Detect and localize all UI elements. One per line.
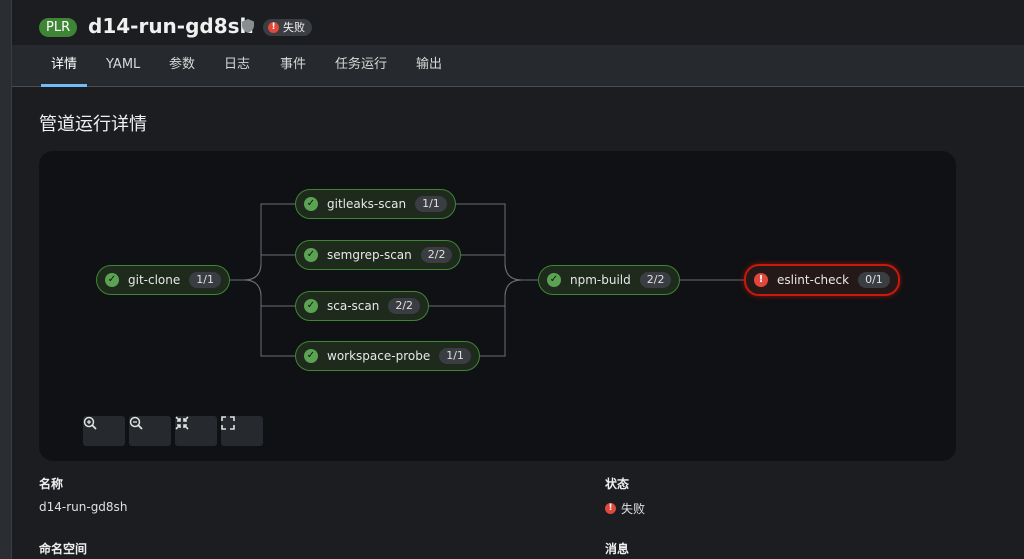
success-icon: ✓: [304, 248, 318, 262]
success-icon: ✓: [304, 197, 318, 211]
task-node-npm-build[interactable]: ✓ npm-build 2/2: [538, 265, 681, 295]
pipeline-graph: ✓ git-clone 1/1 ✓ gitleaks-scan 1/1 ✓ se…: [39, 151, 956, 461]
error-icon: !: [605, 503, 616, 514]
success-icon: ✓: [304, 349, 318, 363]
resource-kind-badge: PLR: [39, 18, 78, 37]
task-step-count: 1/1: [439, 348, 471, 364]
expand-button[interactable]: [221, 416, 263, 446]
task-node-eslint-check[interactable]: ! eslint-check 0/1: [744, 264, 900, 296]
task-name: sca-scan: [327, 299, 380, 313]
tab-details[interactable]: 详情: [41, 45, 87, 87]
page-header: PLR d14-run-gd8sh ! 失败: [12, 0, 1024, 45]
zoom-out-button[interactable]: [129, 416, 171, 446]
success-icon: ✓: [105, 273, 119, 287]
task-node-gitleaks-scan[interactable]: ✓ gitleaks-scan 1/1: [295, 189, 456, 219]
task-step-count: 0/1: [858, 272, 890, 288]
tab-logs[interactable]: 日志: [224, 57, 251, 72]
tab-bar: 详情 YAML 参数 日志 事件 任务运行 输出: [12, 45, 1024, 87]
status-label: 状态: [605, 477, 630, 491]
page-title: d14-run-gd8sh: [88, 14, 254, 38]
task-name: workspace-probe: [327, 349, 431, 363]
message-label: 消息: [605, 542, 630, 556]
tab-output[interactable]: 输出: [416, 57, 443, 72]
tab-parameters[interactable]: 参数: [169, 57, 196, 72]
tab-task-runs[interactable]: 任务运行: [335, 57, 388, 72]
fit-to-screen-button[interactable]: [175, 416, 217, 446]
task-name: eslint-check: [777, 273, 850, 287]
tab-yaml[interactable]: YAML: [106, 57, 141, 72]
task-node-sca-scan[interactable]: ✓ sca-scan 2/2: [295, 291, 430, 321]
status-value-text: 失败: [621, 502, 646, 516]
section-title: 管道运行详情: [39, 114, 147, 135]
task-name: npm-build: [570, 273, 631, 287]
shield-icon: [242, 19, 254, 33]
main-content: PLR d14-run-gd8sh ! 失败 详情 YAML 参数 日志 事件 …: [12, 0, 1024, 559]
success-icon: ✓: [547, 273, 561, 287]
expand-icon: [221, 416, 235, 430]
zoom-out-icon: [129, 416, 143, 430]
task-step-count: 1/1: [189, 272, 221, 288]
namespace-label: 命名空间: [39, 542, 88, 556]
error-icon: !: [754, 273, 768, 287]
zoom-in-icon: [83, 416, 97, 430]
task-node-git-clone[interactable]: ✓ git-clone 1/1: [96, 265, 230, 295]
fit-to-screen-icon: [175, 416, 189, 430]
pipeline-edges: [226, 203, 744, 357]
task-step-count: 1/1: [415, 196, 447, 212]
name-value: d14-run-gd8sh: [39, 500, 128, 514]
task-name: semgrep-scan: [327, 248, 412, 262]
left-nav-rail: [0, 0, 12, 559]
error-icon: !: [268, 22, 279, 33]
task-node-workspace-probe[interactable]: ✓ workspace-probe 1/1: [295, 341, 480, 371]
task-step-count: 2/2: [420, 247, 453, 263]
zoom-in-button[interactable]: [83, 416, 125, 446]
task-step-count: 2/2: [639, 272, 672, 288]
task-name: gitleaks-scan: [327, 197, 407, 211]
status-badge: ! 失败: [263, 19, 312, 36]
success-icon: ✓: [304, 299, 318, 313]
tab-events[interactable]: 事件: [280, 57, 307, 72]
task-name: git-clone: [128, 273, 181, 287]
task-step-count: 2/2: [388, 298, 421, 314]
name-label: 名称: [39, 477, 64, 491]
task-node-semgrep-scan[interactable]: ✓ semgrep-scan 2/2: [295, 240, 462, 270]
status-value: ! 失败: [605, 500, 645, 517]
status-badge-label: 失败: [283, 21, 305, 34]
